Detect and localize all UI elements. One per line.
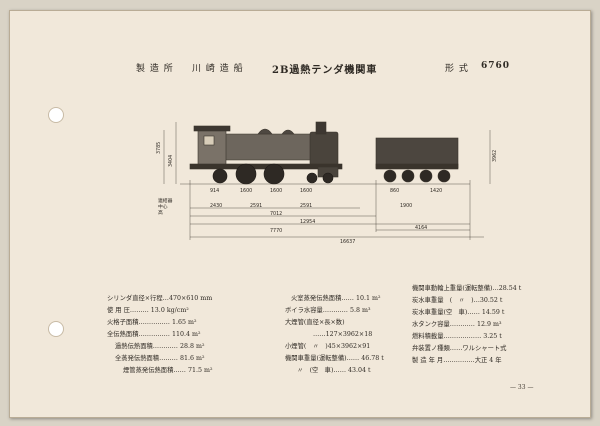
spec-row: 煙管蒸発伝熱面積…… 71.5 m²	[123, 367, 213, 374]
height-2: 3404	[168, 155, 174, 167]
tender-length: 4164	[415, 225, 427, 231]
side-label-3: 高	[158, 209, 163, 216]
overall-loco: 7012	[270, 211, 282, 217]
spec-row: 過熱伝熱面積………… 28.8 m²	[115, 343, 205, 350]
side-label-1: 連結器	[158, 197, 173, 204]
loco-wheels	[212, 163, 334, 185]
dim-d: 1600	[300, 188, 312, 194]
dim-lower-4: 1900	[400, 203, 412, 209]
spec-col-3: 機関車動輪上重量(運転整備)…28.54 t 炭水車重量 ( 〃 )…30.52…	[412, 283, 521, 367]
spec-col-1: シリンダ直径×行程…470×610 mm 使 用 圧……… 13.0 kg/cm…	[107, 293, 213, 377]
total-wheelbase: 7770	[270, 228, 282, 234]
height-right: 3962	[492, 150, 498, 162]
side-label-2: 中心	[158, 203, 168, 210]
tender	[375, 137, 459, 183]
spec-row: ボイラ水容量………… 5.8 m³	[285, 307, 371, 314]
grand-total: 16637	[340, 239, 355, 245]
locomotive-diagram: 3785 3404 3962 連結器 中心 高 914 1600 1600 16…	[156, 121, 498, 245]
spec-row: ……127×3962×18	[313, 331, 373, 338]
spec-row: 火室蒸発伝熱面積…… 10.1 m²	[291, 295, 381, 302]
spec-row: 大煙管(直径×長×数)	[285, 319, 345, 326]
spec-row: 機関車動輪上重量(運転整備)…28.54 t	[412, 285, 522, 292]
dim-f: 1420	[430, 188, 442, 194]
dim-lower-1: 2430	[210, 203, 222, 209]
locomotive-body	[189, 121, 343, 178]
dim-c: 1600	[270, 188, 282, 194]
dim-b: 1600	[240, 188, 252, 194]
spec-row: 全伝熱面積…………… 110.4 m²	[107, 331, 201, 338]
document-sheet	[9, 10, 591, 418]
dim-a: 914	[210, 188, 219, 194]
type-label: 形 式	[445, 64, 469, 74]
spec-row: 全蒸発伝熱面積……… 81.6 m²	[115, 355, 205, 362]
spec-row: 弁装置ノ種類……ワルシャート式	[412, 345, 507, 352]
dim-lower-2: 2591	[250, 203, 262, 209]
punch-hole-bottom	[48, 321, 64, 337]
spec-row: 水タンク容量………… 12.9 m³	[412, 321, 502, 328]
spec-row: 炭水車重量(空 車)…… 14.59 t	[412, 309, 505, 316]
spec-row: 小煙管( 〃 )45×3962×91	[285, 343, 371, 350]
dimension-labels: 3785 3404 3962 連結器 中心 高 914 1600 1600 16…	[156, 142, 498, 245]
height-1: 3785	[156, 142, 162, 154]
overall-tender: 12954	[300, 219, 315, 225]
maker-label: 製 造 所	[136, 64, 174, 74]
spec-row: 炭水車重量 ( 〃 )…30.52 t	[412, 297, 503, 304]
spec-row: 機関車重量(運転整備)…… 46.78 t	[285, 355, 384, 362]
spec-row: 〃 (空 車)…… 43.04 t	[297, 367, 371, 374]
spec-row: シリンダ直径×行程…470×610 mm	[107, 295, 213, 302]
spec-col-2: 火室蒸発伝熱面積…… 10.1 m² ボイラ水容量………… 5.8 m³ 大煙管…	[285, 293, 384, 377]
spec-row: 燃料積載量……………… 3.25 t	[412, 333, 502, 340]
dim-lower-3: 2591	[300, 203, 312, 209]
page-number: — 33 —	[510, 384, 534, 391]
type-number: 6760	[481, 61, 511, 71]
dim-e: 860	[390, 188, 399, 194]
punch-hole-top	[48, 107, 64, 123]
maker-name: 川 崎 造 船	[192, 64, 244, 74]
spec-row: 製 造 年 月……………大正 4 年	[412, 357, 502, 364]
dimension-lines	[163, 122, 491, 240]
page-title: 2B過熱テンダ機関車	[272, 65, 378, 76]
spec-row: 使 用 圧……… 13.0 kg/cm²	[107, 307, 189, 314]
spec-row: 火格子面積…………… 1.65 m²	[107, 319, 197, 326]
